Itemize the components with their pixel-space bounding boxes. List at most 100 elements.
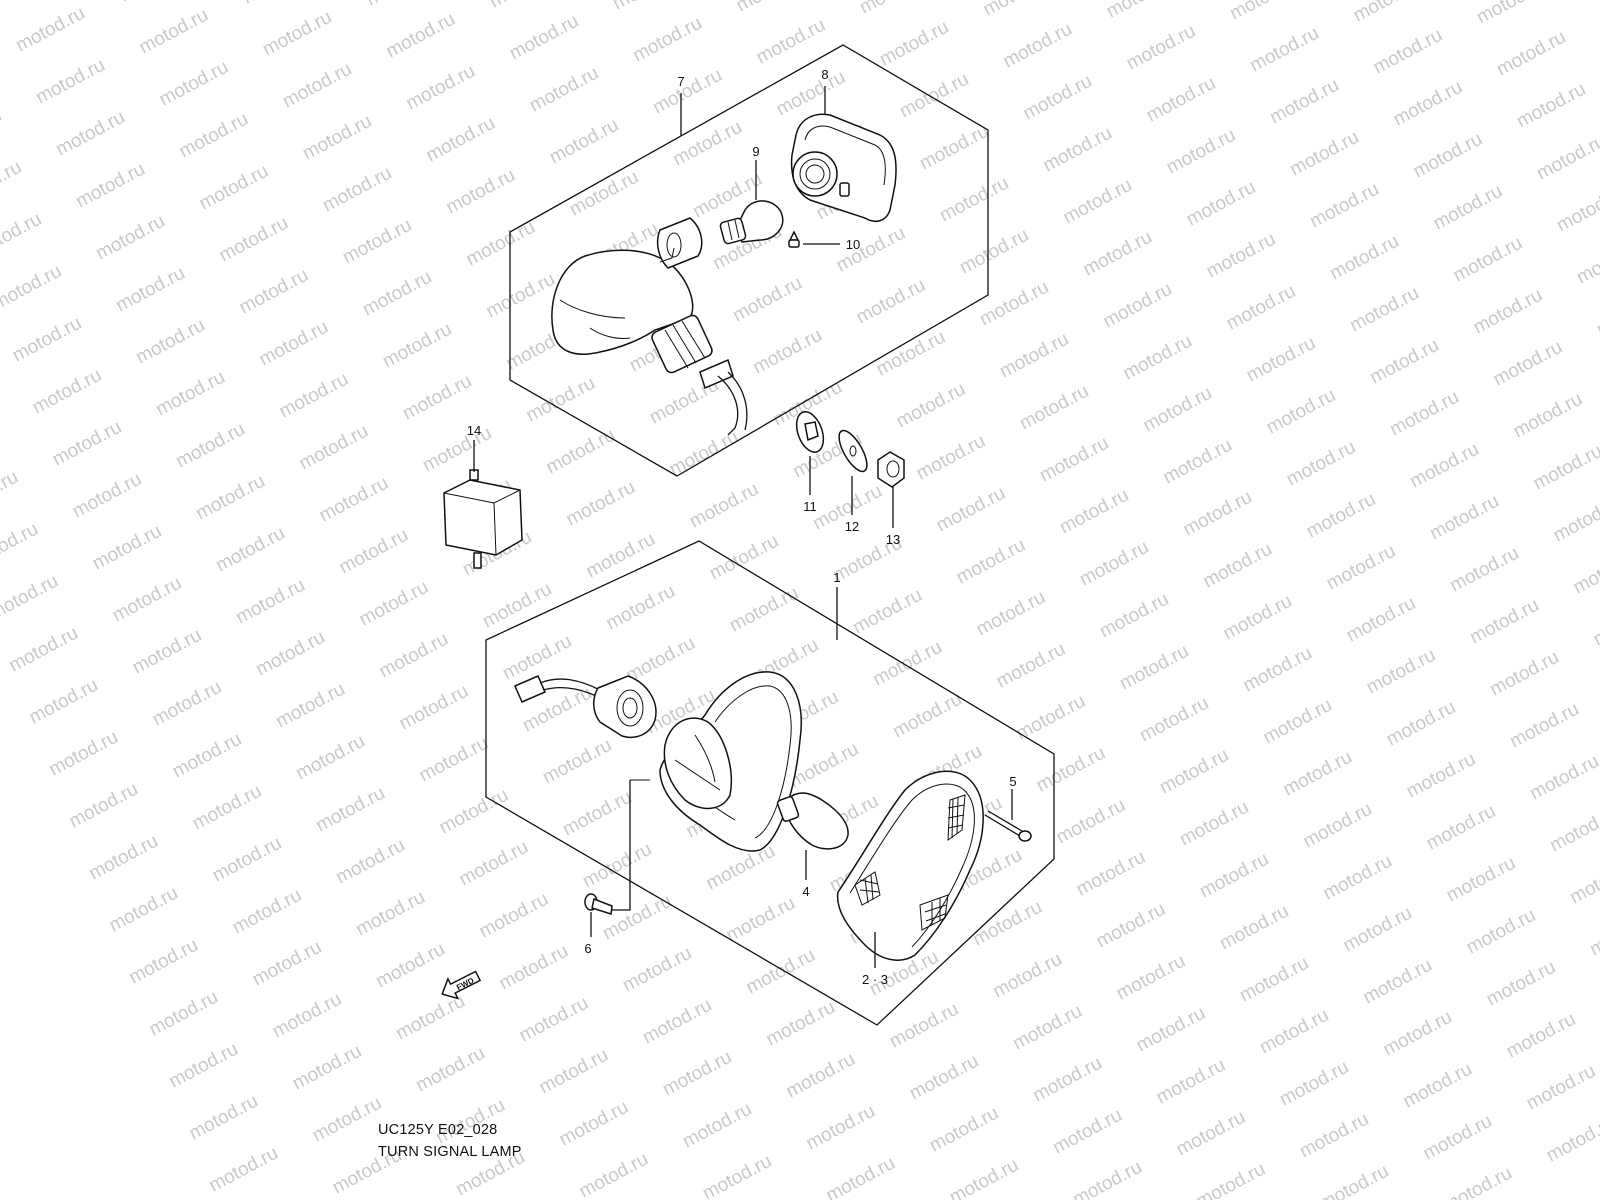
bulb-4 <box>776 792 849 880</box>
watermark-text: motod.ru <box>1296 1109 1372 1163</box>
watermark-text: motod.ru <box>526 63 602 117</box>
watermark-text: motod.ru <box>973 587 1049 641</box>
watermark-text: motod.ru <box>1570 545 1600 599</box>
watermark-text: motod.ru <box>1029 1053 1105 1107</box>
watermark-text: motod.ru <box>773 67 849 121</box>
watermark-text: motod.ru <box>1203 229 1279 283</box>
watermark-text: motod.ru <box>112 263 188 317</box>
watermark-text: motod.ru <box>823 1153 899 1200</box>
watermark-text: motod.ru <box>379 319 455 373</box>
watermark-text: motod.ru <box>1597 0 1600 30</box>
watermark-text: motod.ru <box>1193 1159 1269 1200</box>
watermark-text: motod.ru <box>1056 485 1132 539</box>
watermark-text: motod.ru <box>579 839 655 893</box>
watermark-text: motod.ru <box>49 417 125 471</box>
watermark-text: motod.ru <box>339 215 415 269</box>
turn-signal-housing-7 <box>551 217 748 436</box>
watermark-text: motod.ru <box>1350 0 1426 26</box>
watermark-text: motod.ru <box>1020 71 1096 125</box>
watermark-text: motod.ru <box>176 109 252 163</box>
watermark-text: motod.ru <box>146 987 222 1041</box>
watermark-text: motod.ru <box>186 1091 262 1145</box>
watermark-text: motod.ru <box>889 689 965 743</box>
watermark-text: motod.ru <box>559 787 635 841</box>
watermark-text: motod.ru <box>456 837 532 891</box>
watermark-text: motod.ru <box>9 313 85 367</box>
watermark-text: motod.ru <box>1153 1055 1229 1109</box>
watermark-text: motod.ru <box>1223 281 1299 335</box>
watermark-text: motod.ru <box>506 11 582 65</box>
watermark-text: motod.ru <box>1593 287 1600 341</box>
watermark-text: motod.ru <box>1380 1007 1456 1061</box>
watermark-text: motod.ru <box>933 483 1009 537</box>
callout-6: 6 <box>584 941 591 956</box>
watermark-text: motod.ru <box>196 161 272 215</box>
watermark-text: motod.ru <box>1363 645 1439 699</box>
watermark-text: motod.ru <box>172 419 248 473</box>
watermark-text: motod.ru <box>1133 1003 1209 1057</box>
watermark-text: motod.ru <box>239 0 315 8</box>
watermark-text: motod.ru <box>980 0 1056 20</box>
watermark-text: motod.ru <box>1423 801 1499 855</box>
watermark-text: motod.ru <box>1406 439 1482 493</box>
watermark-text: motod.ru <box>1243 333 1319 387</box>
watermark-text: motod.ru <box>1260 695 1336 749</box>
watermark-text: motod.ru <box>1266 75 1342 129</box>
screw-6 <box>584 779 650 937</box>
watermark-text: motod.ru <box>659 1047 735 1101</box>
callout-9: 9 <box>752 144 759 159</box>
watermark-text: motod.ru <box>1370 25 1446 79</box>
watermark-text: motod.ru <box>479 579 555 633</box>
watermark-text: motod.ru <box>1180 487 1256 541</box>
watermark-text: motod.ru <box>1053 795 1129 849</box>
lens-grid-lower <box>854 871 949 931</box>
watermark-text: motod.ru <box>232 575 308 629</box>
watermark-text: motod.ru <box>1016 381 1092 435</box>
watermark-text: motod.ru <box>52 107 128 161</box>
watermark-text: motod.ru <box>483 269 559 323</box>
watermark-text: motod.ru <box>1403 749 1479 803</box>
callout-11: 11 <box>803 499 817 514</box>
watermark-text: motod.ru <box>733 0 809 16</box>
watermark-text: motod.ru <box>1526 751 1600 805</box>
watermark-text: motod.ru <box>1340 903 1416 957</box>
diagram-model-code: UC125Y E02_028 <box>378 1122 498 1138</box>
watermark-text: motod.ru <box>26 675 102 729</box>
callout-2-3: 2 · 3 <box>862 972 888 987</box>
watermark-text: motod.ru <box>0 571 62 625</box>
watermark-text: motod.ru <box>436 785 512 839</box>
watermark-text: motod.ru <box>1000 19 1076 73</box>
watermark-text: motod.ru <box>1116 641 1192 695</box>
screw-5 <box>984 789 1032 842</box>
watermark-text: motod.ru <box>1463 905 1539 959</box>
watermark-text: motod.ru <box>1256 1005 1332 1059</box>
watermark-text: motod.ru <box>1080 227 1156 281</box>
watermark-text: motod.ru <box>893 379 969 433</box>
watermark-text: motod.ru <box>1173 1107 1249 1161</box>
watermark-text: motod.ru <box>29 365 105 419</box>
watermark-text: motod.ru <box>539 735 615 789</box>
watermark-text: motod.ru <box>443 165 519 219</box>
watermark-text: motod.ru <box>6 623 82 677</box>
watermark-text: motod.ru <box>486 0 562 12</box>
watermark-text: motod.ru <box>106 883 182 937</box>
watermark-text: motod.ru <box>1573 235 1600 289</box>
watermark-text: motod.ru <box>729 273 805 327</box>
watermark-text: motod.ru <box>936 173 1012 227</box>
watermark-text: motod.ru <box>953 535 1029 589</box>
watermark-text: motod.ru <box>1120 331 1196 385</box>
watermark-text: motod.ru <box>783 1049 859 1103</box>
watermark-text: motod.ru <box>1163 125 1239 179</box>
watermark-text: motod.ru <box>0 519 42 573</box>
callout-7: 7 <box>677 74 684 89</box>
watermark-text: motod.ru <box>686 479 762 533</box>
watermark-text: motod.ru <box>1076 537 1152 591</box>
watermark-text: motod.ru <box>1096 589 1172 643</box>
watermark-text: motod.ru <box>1216 901 1292 955</box>
watermark-text: motod.ru <box>583 529 659 583</box>
watermark-text: motod.ru <box>259 7 335 61</box>
watermark-text: motod.ru <box>1069 1157 1145 1200</box>
watermark-text: motod.ru <box>189 781 265 835</box>
relay-14 <box>443 440 523 569</box>
